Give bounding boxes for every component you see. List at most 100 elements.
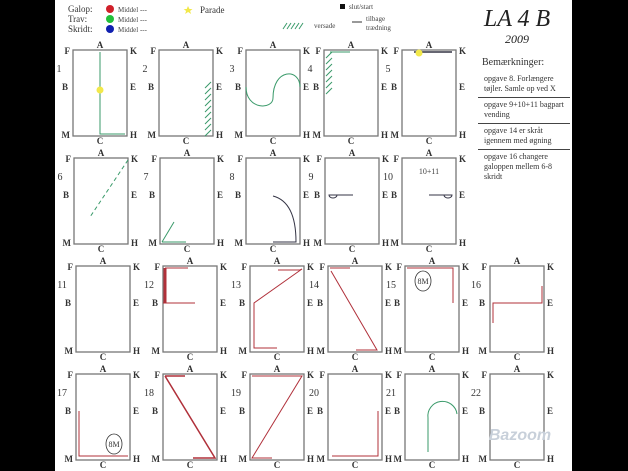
movement-path <box>78 411 128 457</box>
arena-letter-F: F <box>155 370 161 380</box>
legend-color-dot <box>106 15 114 23</box>
arena-letter-H: H <box>217 238 224 248</box>
arena-letter-C: C <box>100 460 107 470</box>
arena-number: 1 <box>57 64 62 75</box>
arena-letter-K: K <box>382 154 389 164</box>
arena-letter-M: M <box>239 454 248 464</box>
test-title: LA 4 B 2009 <box>472 6 562 47</box>
arena-letter-A: A <box>187 364 194 374</box>
arena-letter-C: C <box>426 244 433 254</box>
arena-letter-K: K <box>307 370 314 380</box>
arena-letter-K: K <box>216 46 223 56</box>
arena-frame <box>249 265 305 353</box>
arena-letter-F: F <box>316 46 322 56</box>
arena-letter-F: F <box>155 262 161 272</box>
movement-path <box>325 51 333 95</box>
arena-letter-C: C <box>184 244 191 254</box>
arena-frame <box>75 373 131 461</box>
volte-label: 8M <box>108 440 119 449</box>
arena-letter-K: K <box>130 46 137 56</box>
arena-letter-F: F <box>65 46 71 56</box>
arena-letter-K: K <box>133 370 140 380</box>
arena-letter-A: A <box>349 148 356 158</box>
legend-color-dot <box>106 5 114 13</box>
movement-path <box>330 267 378 351</box>
arena-letter-B: B <box>317 298 323 308</box>
arena-letter-C: C <box>187 460 194 470</box>
arena-letter-F: F <box>68 370 74 380</box>
arena-letter-C: C <box>98 244 105 254</box>
versade-hatch-icon <box>290 22 296 30</box>
arena-number: 7 <box>144 172 149 183</box>
arena-letter-C: C <box>349 244 356 254</box>
arena-letter-E: E <box>462 298 468 308</box>
arena-letter-E: E <box>459 82 465 92</box>
arena-frame <box>323 49 379 137</box>
arena-letter-A: A <box>100 364 107 374</box>
arena-letter-F: F <box>482 370 488 380</box>
arena-letter-K: K <box>385 262 392 272</box>
arena-letter-A: A <box>429 364 436 374</box>
arena-letter-H: H <box>307 454 314 464</box>
arena-letter-E: E <box>462 406 468 416</box>
arena-letter-M: M <box>149 238 158 248</box>
arena-letter-B: B <box>239 406 245 416</box>
arena-number: 21 <box>386 388 396 399</box>
arena-number: 22 <box>471 388 481 399</box>
arena-frame <box>249 373 305 461</box>
arena-frame <box>401 157 457 245</box>
arena-letter-F: F <box>394 46 400 56</box>
arena-frame <box>72 49 128 137</box>
arena-letter-M: M <box>152 346 161 356</box>
movement-path <box>89 159 129 218</box>
arena-letter-E: E <box>133 406 139 416</box>
title-year: 2009 <box>505 32 529 46</box>
arena-letter-M: M <box>62 130 71 140</box>
arena-letter-M: M <box>394 454 403 464</box>
arena-letter-F: F <box>397 262 403 272</box>
arena-letter-K: K <box>462 370 469 380</box>
remarks-heading: Bemærkninger: <box>482 57 545 68</box>
arena-letter-C: C <box>348 136 355 146</box>
arena-letter-H: H <box>459 238 466 248</box>
arena-letter-A: A <box>429 256 436 266</box>
arena-letter-F: F <box>238 154 244 164</box>
arena-letter-A: A <box>100 256 107 266</box>
arena-letter-H: H <box>133 346 140 356</box>
arena-letter-C: C <box>274 352 281 362</box>
arena-frame <box>489 373 545 461</box>
arena-letter-B: B <box>148 82 154 92</box>
arena-letter-K: K <box>303 46 310 56</box>
arena-letter-E: E <box>381 82 387 92</box>
movement-path <box>427 400 458 452</box>
arena-letter-A: A <box>426 148 433 158</box>
arena-letter-E: E <box>385 406 391 416</box>
arena-letter-H: H <box>220 454 227 464</box>
arena-inner-text: 10+11 <box>419 167 439 176</box>
arena-frame <box>327 373 383 461</box>
arena-frame <box>327 265 383 353</box>
arena-letter-F: F <box>397 370 403 380</box>
arena-frame <box>404 265 460 353</box>
arena-letter-H: H <box>462 454 469 464</box>
arena-number: 17 <box>57 388 67 399</box>
watermark-logo: Bazoom <box>489 427 551 444</box>
arena-letter-K: K <box>131 154 138 164</box>
arena-letter-M: M <box>65 346 74 356</box>
arena-letter-E: E <box>131 190 137 200</box>
arena-letter-F: F <box>151 46 157 56</box>
remark: opgave 14 er skråt igennem med øgning <box>478 124 570 150</box>
arena-letter-H: H <box>462 346 469 356</box>
arena-letter-B: B <box>63 190 69 200</box>
